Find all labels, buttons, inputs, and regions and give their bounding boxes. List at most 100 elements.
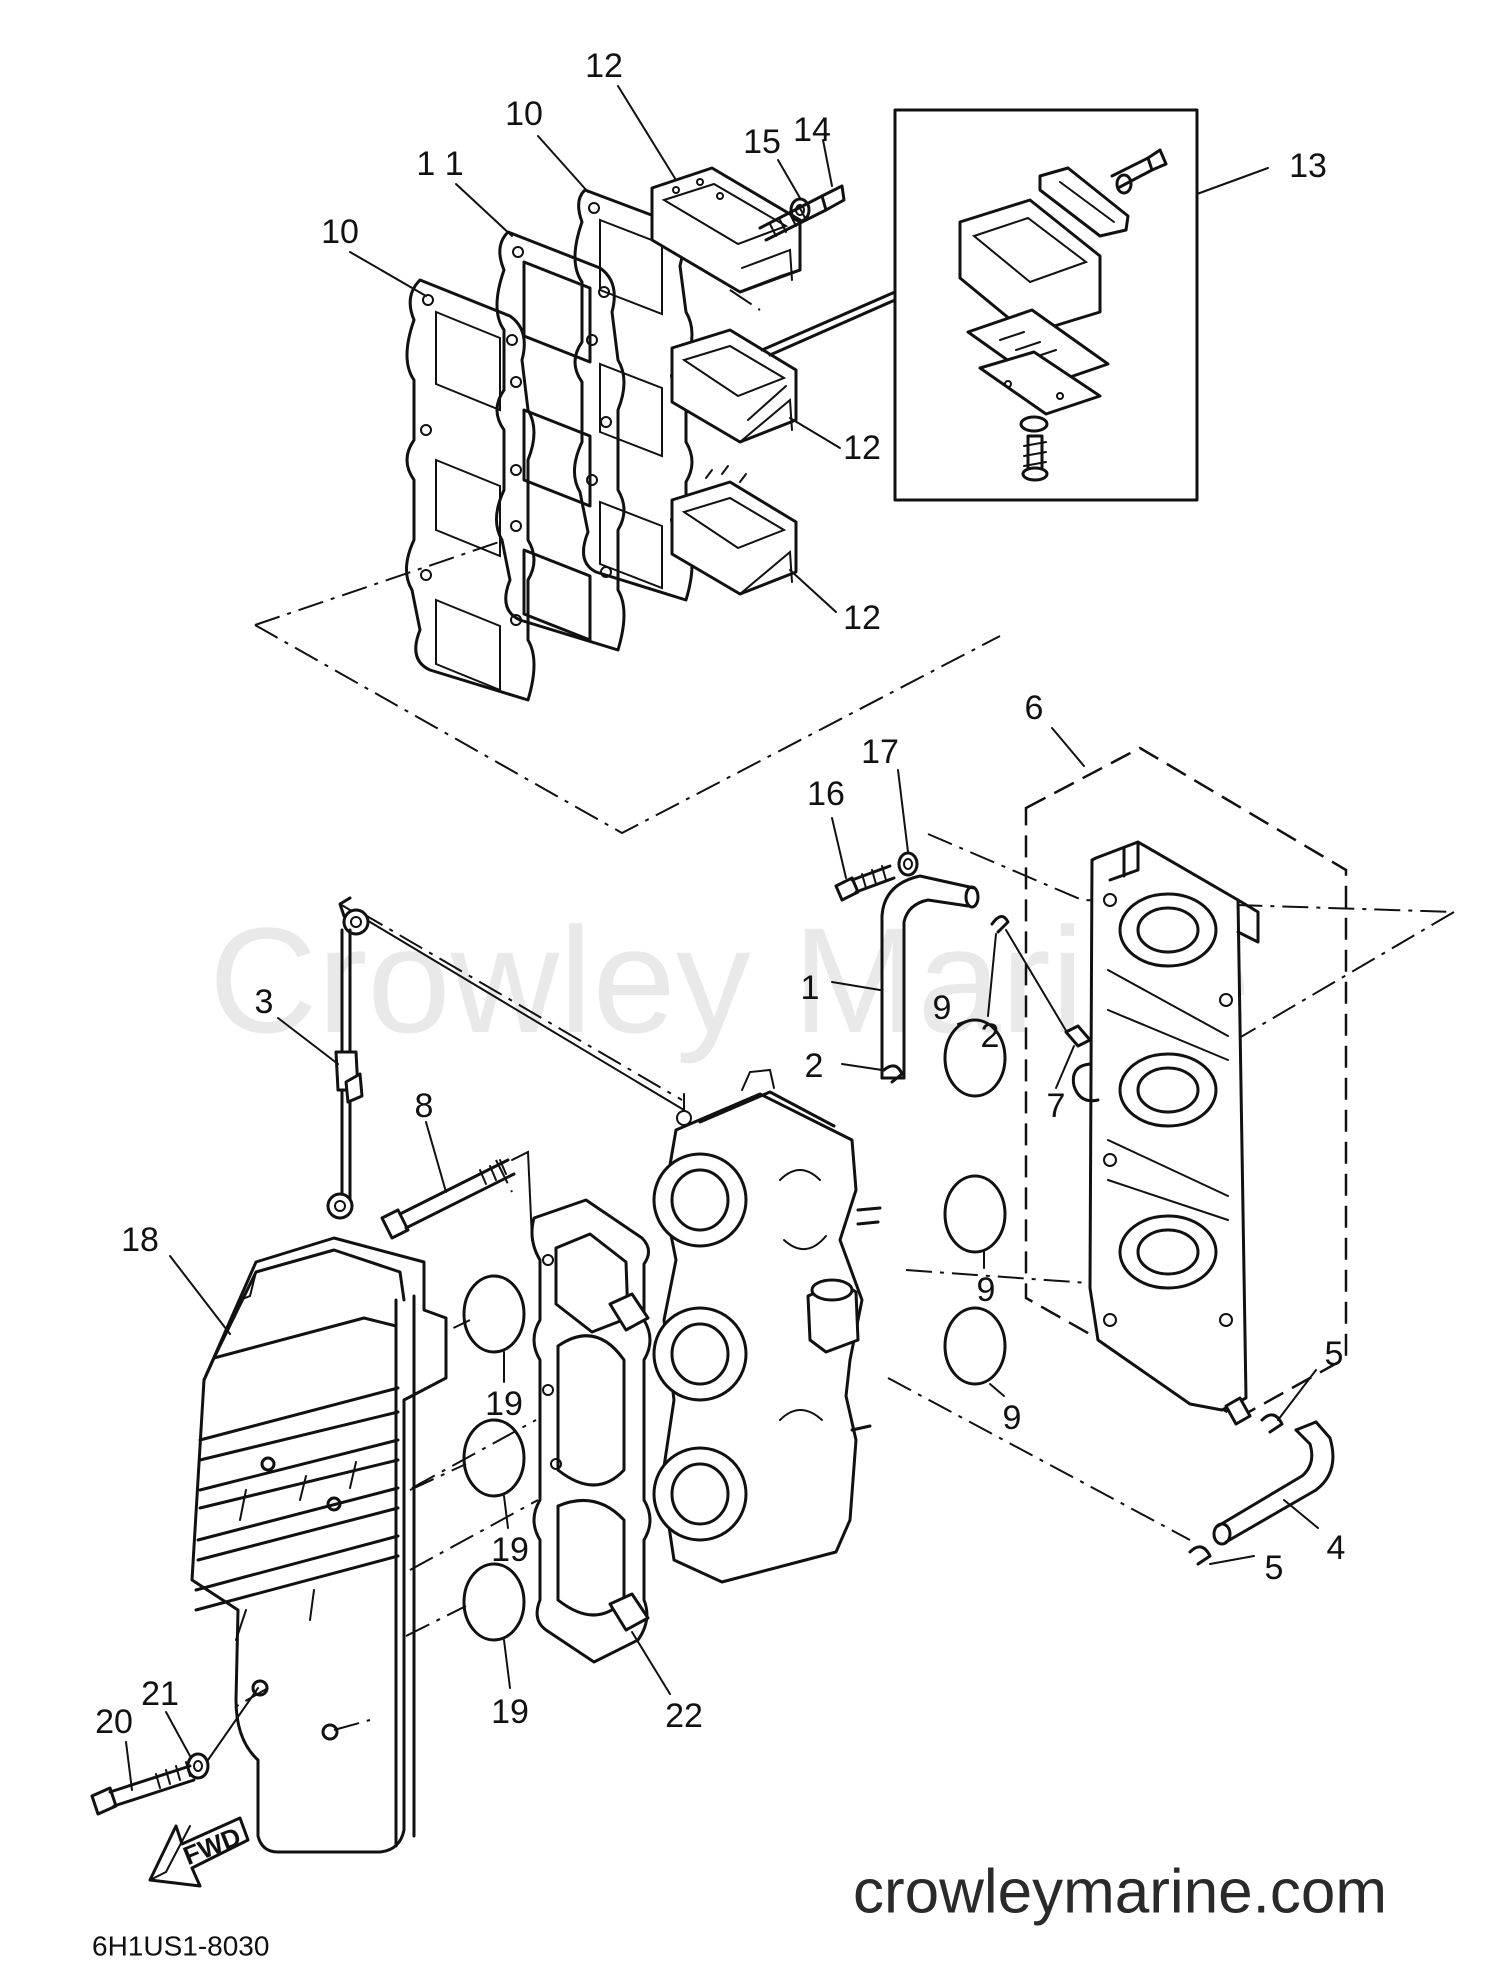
- callout-9-middle: 9: [977, 1271, 996, 1309]
- intake-manifold-6: [1071, 840, 1260, 1412]
- screw-20-guide: [207, 1687, 259, 1761]
- upper-reference-outline: [254, 289, 1001, 835]
- callout-17: 17: [861, 733, 899, 771]
- linkage-rod-3: [326, 896, 370, 1220]
- callout-7: 7: [1047, 1087, 1066, 1125]
- leader-8: [425, 1121, 447, 1193]
- leader-18: [169, 1255, 231, 1335]
- callout-2-upper: 2: [981, 1017, 1000, 1055]
- leader-6: [1051, 727, 1085, 767]
- leader-19-middle: [503, 1495, 509, 1529]
- callout-19-bottom: 19: [491, 1693, 529, 1731]
- reed-valve-12-top: [650, 166, 802, 294]
- leader-12-middle: [789, 417, 841, 449]
- callout-3: 3: [255, 983, 274, 1021]
- carb-reference-line: [339, 903, 685, 1111]
- o-ring-19-top: [462, 1274, 526, 1354]
- washer-21: [186, 1752, 210, 1780]
- leader-2-upper: [987, 933, 997, 1017]
- leader-22: [631, 1631, 671, 1695]
- gasket-10-left: [405, 278, 536, 702]
- callout-9-top: 9: [933, 989, 952, 1027]
- callout-12-top: 12: [585, 47, 623, 85]
- gasket-22: [530, 1198, 652, 1664]
- screw-20: [90, 1761, 196, 1816]
- manifold-6-dashed-box: [1024, 746, 1348, 1420]
- leader-10-left: [349, 251, 427, 297]
- reed-valve-assembly: [254, 85, 1269, 835]
- reed-valve-12-middle: [670, 328, 798, 444]
- clip-2-lower: [882, 1064, 904, 1084]
- leader-11: [455, 183, 513, 237]
- carburetor-body: [652, 1068, 882, 1584]
- gasket-10-right: [573, 188, 694, 602]
- lower-reference-lines: [359, 833, 1455, 1541]
- callout-1: 1: [801, 969, 820, 1007]
- clip-5-lower: [1188, 1545, 1212, 1566]
- leader-9-bottom: [989, 1383, 1005, 1397]
- callout-10-right: 10: [505, 95, 543, 133]
- leader-1: [831, 981, 881, 991]
- bolt-8: [380, 1158, 516, 1240]
- leader-19-bottom: [503, 1639, 511, 1689]
- callout-22: 22: [665, 1697, 703, 1735]
- intake-assembly: [90, 727, 1455, 1888]
- callout-12-bottom: 12: [843, 599, 881, 637]
- forward-direction-arrow: [148, 1816, 250, 1888]
- callout-4: 4: [1327, 1529, 1346, 1567]
- leader-13: [1196, 167, 1269, 195]
- leader-3: [277, 1017, 339, 1065]
- detail-reed-valve-exploded: [958, 148, 1168, 482]
- silencer-bolt-reference: [229, 1687, 371, 1731]
- bolt-16: [834, 864, 896, 902]
- callout-9-bottom: 9: [1003, 1399, 1022, 1437]
- o-ring-9-bottom: [943, 1306, 1007, 1386]
- callout-16: 16: [807, 775, 845, 813]
- diagram-code: 6H1US1-8030: [92, 1931, 269, 1962]
- gasket-11: [495, 230, 626, 652]
- callout-13: 13: [1289, 147, 1327, 185]
- leader-5-upper: [1277, 1369, 1317, 1421]
- reed-valve-12-bottom: [670, 465, 798, 596]
- detail-box-13: [893, 108, 1199, 502]
- hose-1: [880, 874, 980, 1080]
- callout-labels: 1 2 2 3 4 5 5 6 7 8 9 9 9 10 10 1 1 12 1…: [95, 47, 1345, 1741]
- leader-14: [822, 139, 833, 187]
- callout-21: 21: [141, 1675, 179, 1713]
- callout-12-middle: 12: [843, 429, 881, 467]
- o-ring-19-middle: [462, 1418, 526, 1498]
- silencer-cover-18: [190, 1236, 448, 1854]
- leader-15: [777, 159, 801, 199]
- leader-9-top: [957, 1019, 971, 1025]
- leader-20: [125, 1741, 133, 1791]
- clip-5-upper: [1224, 1396, 1284, 1434]
- leader-7: [1055, 1045, 1075, 1089]
- callout-18: 18: [121, 1221, 159, 1259]
- callout-10-left: 10: [321, 213, 359, 251]
- leader-4: [1283, 1499, 1319, 1529]
- callout-2-lower: 2: [805, 1047, 824, 1085]
- leader-21: [165, 1711, 191, 1757]
- callout-5-lower: 5: [1265, 1549, 1284, 1587]
- website-label: crowleymarine.com: [853, 1858, 1387, 1927]
- leader-17: [897, 769, 909, 853]
- leader-10-right: [537, 135, 589, 193]
- leader-16: [831, 817, 847, 879]
- clip-2-upper: [990, 915, 1010, 934]
- leader-12-top: [617, 85, 677, 181]
- hose-4: [1212, 1420, 1335, 1546]
- o-ring-19-bottom: [462, 1562, 526, 1642]
- o-ring-9-middle: [943, 1174, 1007, 1254]
- leader-5-lower: [1209, 1555, 1255, 1565]
- washer-17: [897, 851, 919, 877]
- callout-8: 8: [415, 1087, 434, 1125]
- callout-11: 1 1: [416, 145, 463, 183]
- detail-leader-13: [760, 290, 897, 357]
- callout-5-upper: 5: [1325, 1335, 1344, 1373]
- fitting-7: [1005, 929, 1092, 1048]
- o-ring-9-top: [943, 1018, 1007, 1098]
- callout-20: 20: [95, 1703, 133, 1741]
- leader-2-lower: [841, 1063, 883, 1071]
- callout-14: 14: [793, 111, 831, 149]
